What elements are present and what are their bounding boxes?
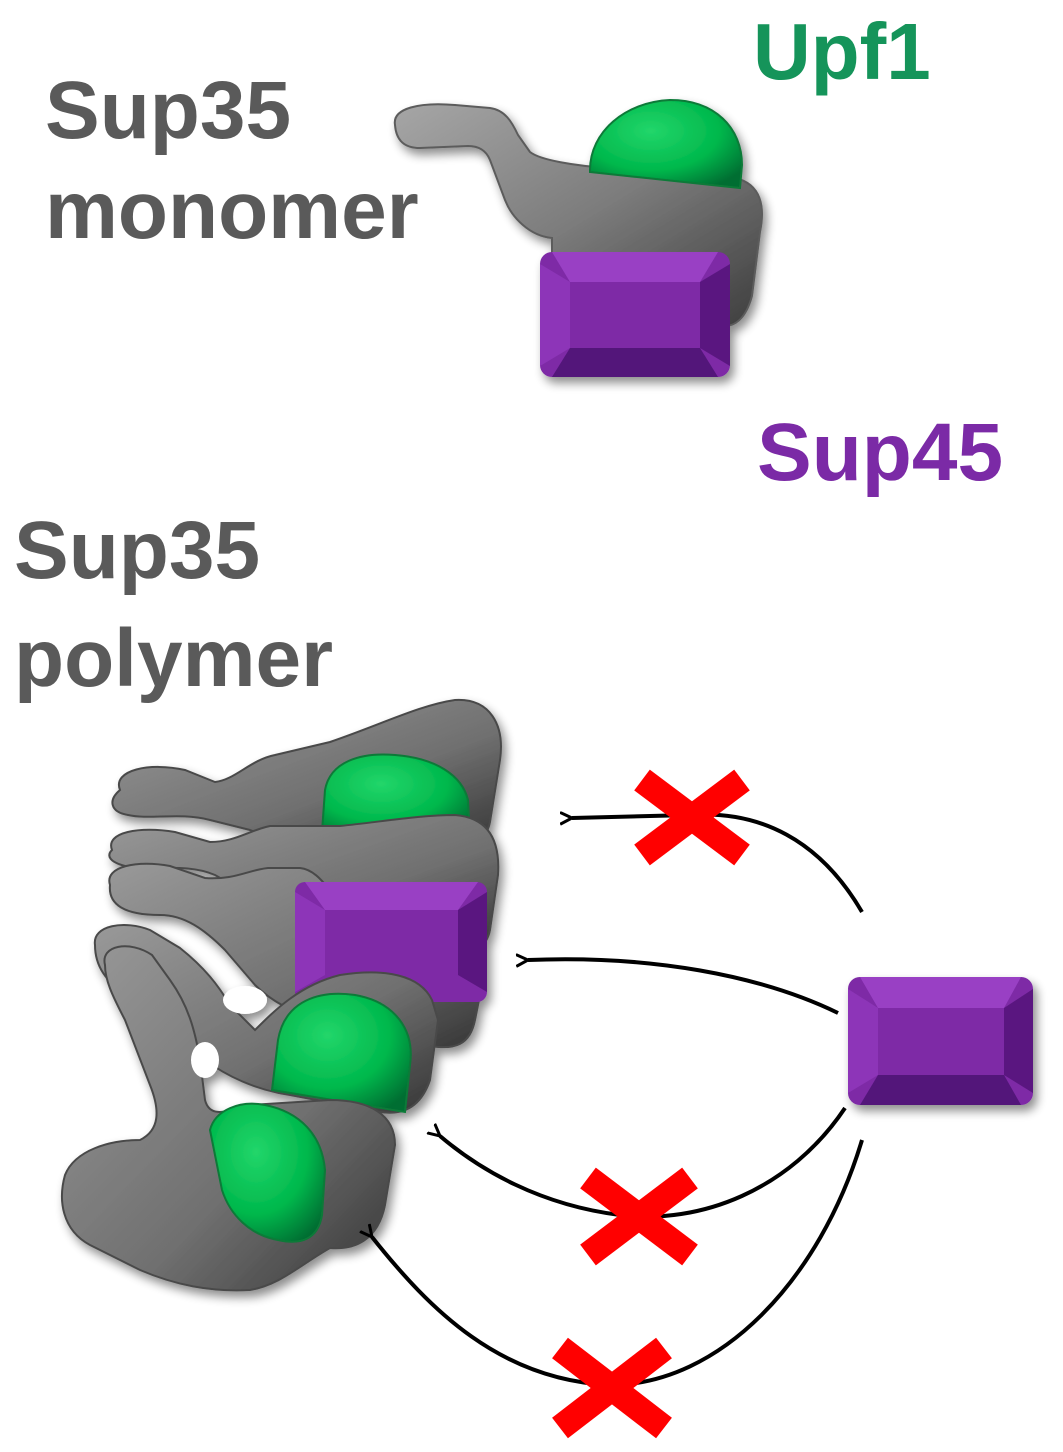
arrow-blocked-3 (372, 1139, 864, 1388)
sup45-free (848, 977, 1033, 1105)
sup45-label: Sup45 (757, 407, 1004, 498)
monomer-label-line1: Sup35 (45, 65, 292, 156)
polymer-upf1-2 (270, 992, 412, 1114)
sup45-monomer (540, 252, 730, 377)
sup35-polymer (61, 698, 502, 1292)
blocked-cross-1 (634, 769, 750, 866)
upf1-monomer (589, 98, 744, 190)
upf1-label: Upf1 (753, 7, 931, 96)
arrow-allowed (528, 959, 839, 1015)
sup35-monomer (393, 98, 763, 377)
blocked-cross-2 (580, 1167, 698, 1266)
polymer-upf1-3 (208, 1102, 327, 1243)
monomer-label-line2: monomer (45, 165, 419, 256)
polymer-sup45-bound (295, 882, 487, 1002)
blocked-cross-3 (552, 1337, 672, 1439)
polymer-label-line1: Sup35 (14, 505, 261, 596)
polymer-label-line2: polymer (14, 613, 333, 704)
